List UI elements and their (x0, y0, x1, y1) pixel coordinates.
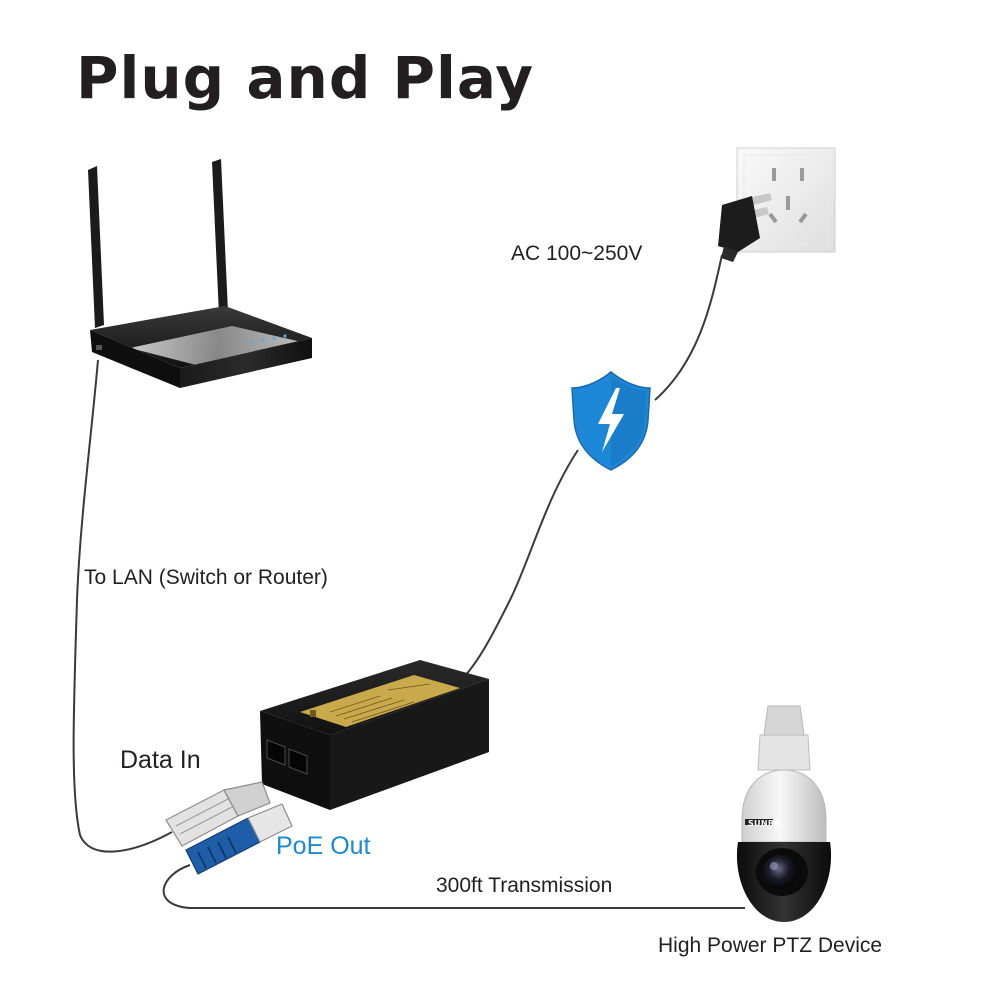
camera-brand-logo: SUNBA (748, 819, 781, 828)
poe-injector-icon (260, 660, 489, 810)
poe-out-cable (162, 864, 745, 909)
rj45-data-in-connector (165, 781, 271, 847)
cables (72, 254, 745, 909)
power-plug-icon (718, 193, 772, 262)
ac-voltage-label: AC 100~250V (511, 242, 643, 265)
page-title: Plug and Play (76, 44, 535, 112)
power-cable-upper (654, 254, 723, 401)
lan-cable (72, 359, 173, 853)
poe-out-label: PoE Out (276, 832, 371, 860)
rj45-ports (266, 739, 308, 775)
data-in-label: Data In (120, 746, 201, 774)
ptz-device-label: High Power PTZ Device (658, 934, 883, 957)
power-cable-lower (462, 449, 579, 679)
rj45-poe-out-connector (185, 803, 293, 875)
transmission-label: 300ft Transmission (436, 874, 613, 897)
lightning-shield-icon (571, 371, 651, 471)
to-lan-label: To LAN (Switch or Router) (84, 566, 328, 589)
wifi-router-icon (88, 159, 312, 388)
ptz-camera-icon (736, 705, 832, 922)
